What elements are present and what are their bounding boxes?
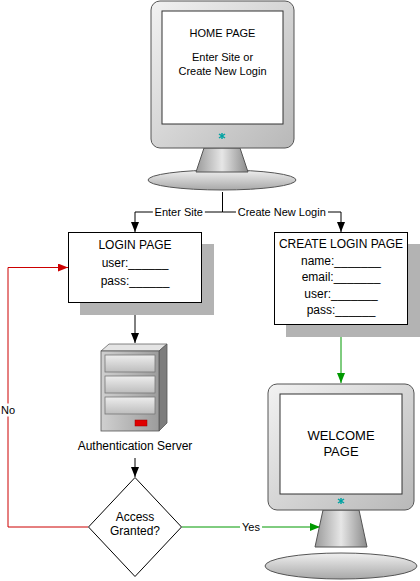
edge-label: Yes	[240, 521, 262, 534]
power-light	[219, 133, 225, 139]
home-monitor: HOME PAGE Enter Site or Create New Login	[145, 0, 300, 192]
server-light	[135, 420, 147, 426]
server-bay	[105, 355, 155, 372]
power-light	[338, 498, 344, 504]
server-front	[101, 351, 159, 431]
connector-arrow	[135, 458, 136, 477]
connector-arrow	[8, 268, 88, 528]
box-text: user:______	[102, 254, 169, 272]
decision-text: Access Granted?	[104, 510, 166, 538]
server-label: Authentication Server	[78, 439, 193, 453]
monitor-screen	[280, 394, 402, 494]
node-content: WELCOME PAGE	[280, 394, 402, 494]
server-top	[101, 344, 167, 351]
edge-label: No	[0, 404, 17, 417]
connector-arrow	[135, 192, 223, 232]
node-content: CREATE LOGIN PAGEname:_______email:_____…	[275, 233, 407, 319]
monitor-bezel	[268, 384, 414, 510]
screen-text: HOME PAGE	[190, 26, 256, 40]
monitor-neck	[196, 148, 248, 172]
welcome-monitor: WELCOME PAGE	[262, 383, 420, 581]
node-content: LOGIN PAGEuser:______pass:______	[69, 233, 201, 290]
node-outline	[262, 383, 420, 581]
monitor-bezel	[151, 1, 294, 148]
box-text: user:_______	[304, 286, 377, 303]
node-content: HOME PAGE Enter Site or Create New Login	[162, 11, 283, 124]
create-login-box: CREATE LOGIN PAGEname:_______email:_____…	[274, 232, 408, 325]
node-content: Authentication Server	[65, 439, 205, 453]
box-text: pass:______	[307, 302, 376, 319]
edge-label: Create New Login	[236, 206, 328, 219]
monitor-screen	[162, 11, 283, 124]
monitor-base	[265, 553, 417, 579]
server-side	[159, 344, 167, 431]
decision-diamond: Access Granted?	[88, 477, 182, 577]
box-text: name:_______	[301, 253, 381, 270]
box-text: CREATE LOGIN PAGE	[279, 236, 403, 253]
screen-text: WELCOME PAGE	[301, 428, 381, 460]
login-page-box: LOGIN PAGEuser:______pass:______	[68, 232, 202, 303]
server-bay	[105, 376, 155, 393]
edge-label: Enter Site	[153, 206, 205, 219]
server-bay	[105, 397, 155, 414]
box-text: pass:______	[101, 272, 170, 290]
box-text: email:_______	[302, 269, 381, 286]
connector-arrow	[223, 192, 342, 232]
monitor-base	[148, 170, 296, 190]
connector-arrow	[341, 325, 342, 383]
diamond-outline	[89, 478, 182, 577]
monitor-neck	[315, 510, 367, 547]
authentication-server: Authentication Server	[65, 343, 205, 458]
node-content: Access Granted?	[88, 477, 182, 577]
screen-text: Enter Site or Create New Login	[178, 50, 268, 78]
box-text: LOGIN PAGE	[98, 236, 171, 254]
connector-arrow	[135, 303, 136, 343]
